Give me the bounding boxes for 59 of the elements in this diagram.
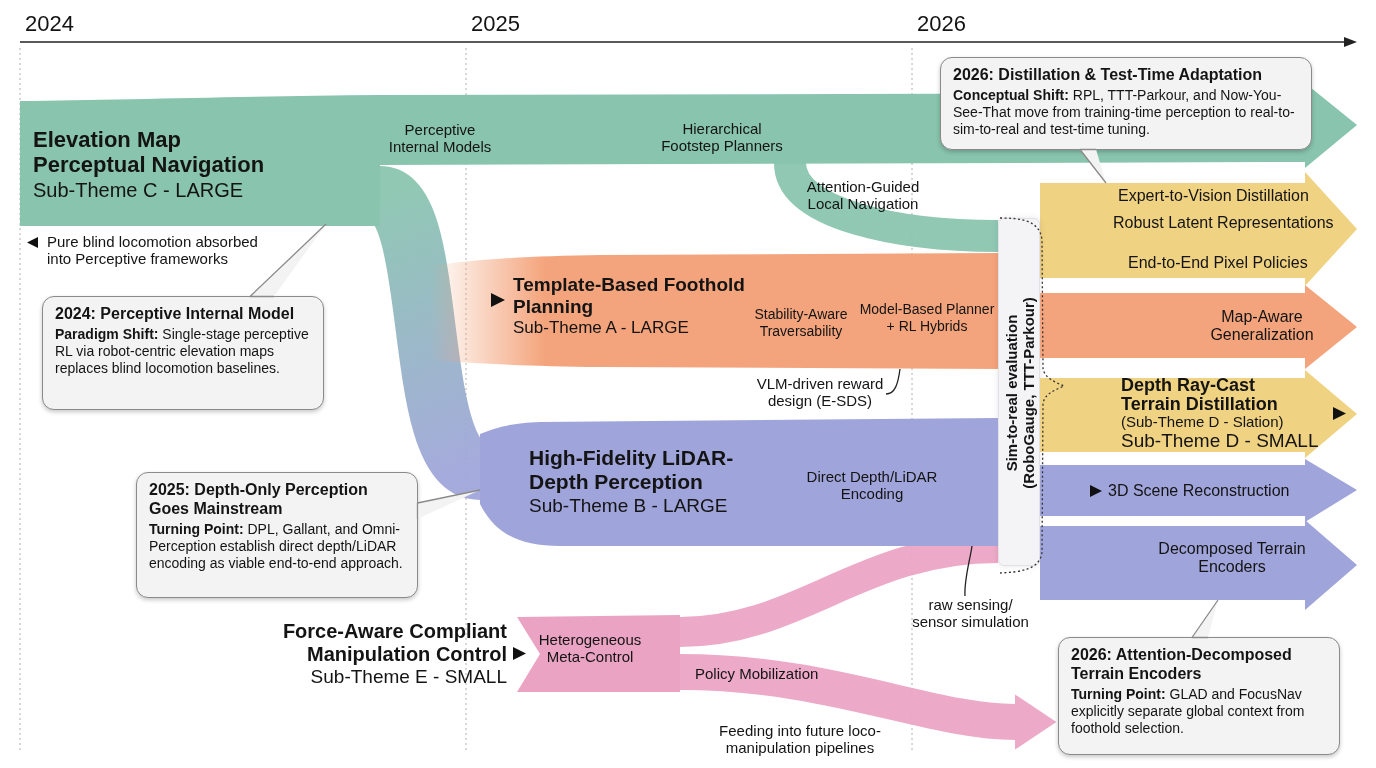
stream-label: Stability-Aware Traversability xyxy=(753,306,849,340)
band-title: Elevation Map Perceptual Navigation xyxy=(33,127,266,177)
panel-label: Sim-to-real evaluation (RoboGauge, TTT-Parkour) xyxy=(1003,296,1037,491)
note-text: Feeding into future loco-manipulation pipelines xyxy=(718,722,882,756)
stream-label: Model-Based Planner + RL Hybrids xyxy=(858,301,996,335)
stream-label: Robust Latent Representations xyxy=(1113,213,1334,232)
edge-label: Policy Mobilization xyxy=(695,665,819,682)
callout-heading: 2024: Perceptive Internal Model xyxy=(55,304,296,323)
flow-arrow xyxy=(679,654,1057,750)
callout-box xyxy=(940,57,1312,150)
callout-text: Conceptual Shift: RPL, TTT-Parkour, and Now-You-See-That move from training-time perception to real-to-sim-to-real and test-time tuning. xyxy=(953,87,1296,138)
edge-label: Attention-Guided Local Navigation xyxy=(805,178,921,212)
callout-text: Turning Point: GLAD and FocusNav explicitly separate global context from foothold selection. xyxy=(1071,686,1306,737)
flow-band xyxy=(480,418,998,546)
flow-band xyxy=(1040,520,1357,610)
band-subtitle: Sub-Theme E - SMALL xyxy=(310,666,507,688)
flow-band xyxy=(1040,370,1357,458)
stream-label: Decomposed Terrain Encoders xyxy=(1157,540,1307,576)
flow-band xyxy=(1040,459,1357,522)
flow-band xyxy=(1040,172,1357,286)
callout-heading: 2026: Attention-Decomposed Terrain Encoders xyxy=(1071,645,1293,683)
leader-line xyxy=(964,545,973,597)
band-subtitle: Sub-Theme B - LARGE xyxy=(529,495,728,517)
callout-box xyxy=(136,472,418,598)
callout-pointer xyxy=(1079,148,1107,184)
year-label: 2024 xyxy=(25,10,74,38)
callout-text: Paradigm Shift: Single-stage perceptive RL via robot-centric elevation maps replaces blind locomotion baselines. xyxy=(55,326,310,377)
stream-label: Map-Aware Generalization xyxy=(1209,308,1315,344)
stream-label: Expert-to-Vision Distillation xyxy=(1118,186,1309,205)
callout-pointer xyxy=(249,223,327,298)
year-label: 2026 xyxy=(917,10,966,38)
stream-label: Heterogeneous Meta-Control xyxy=(537,631,643,665)
leader-line xyxy=(885,368,901,395)
band-title: Template-Based Foothold Planning xyxy=(513,274,746,318)
callout-heading: 2025: Depth-Only Perception Goes Mainstream xyxy=(149,480,369,518)
band-subtitle: Sub-Theme D - SMALL xyxy=(1121,430,1319,451)
annotation-text: raw sensing/ sensor simulation xyxy=(910,596,1031,630)
band-subtitle: Sub-Theme C - LARGE xyxy=(33,178,244,202)
callout-pointer xyxy=(416,489,481,520)
flow-band xyxy=(1040,285,1357,369)
stream-label: 3D Scene Reconstruction xyxy=(1108,482,1290,500)
band-title: Depth Ray-Cast Terrain Distillation xyxy=(1121,376,1279,414)
band-subtitle: Sub-Theme A - LARGE xyxy=(513,318,689,338)
stream-label: End-to-End Pixel Policies xyxy=(1128,253,1308,272)
band-title: High-Fidelity LiDAR-Depth Perception xyxy=(529,446,735,494)
band-subtitle: (Sub-Theme D - Slation) xyxy=(1121,414,1284,430)
year-label: 2025 xyxy=(471,10,520,38)
stream-label: Hierarchical Footstep Planners xyxy=(660,120,784,154)
stream-label: Direct Depth/LiDAR Encoding xyxy=(805,468,939,502)
callout-box xyxy=(1058,637,1340,755)
note-text: Pure blind locomotion absorbed into Perceptive frameworks xyxy=(47,233,259,267)
stream-label: Perceptive Internal Models xyxy=(387,121,493,155)
callout-heading: 2026: Distillation & Test-Time Adaptation xyxy=(953,65,1264,84)
annotation-text: VLM-driven reward design (E-SDS) xyxy=(754,375,886,409)
band-title: Force-Aware Compliant Manipulation Control xyxy=(281,620,507,666)
callout-pointer xyxy=(1191,599,1219,639)
callout-text: Turning Point: DPL, Gallant, and Omni-Perception establish direct depth/LiDAR encoding as viable end-to-end approach. xyxy=(149,521,404,572)
flow-band xyxy=(20,95,380,226)
evaluation-panel xyxy=(998,218,1040,566)
